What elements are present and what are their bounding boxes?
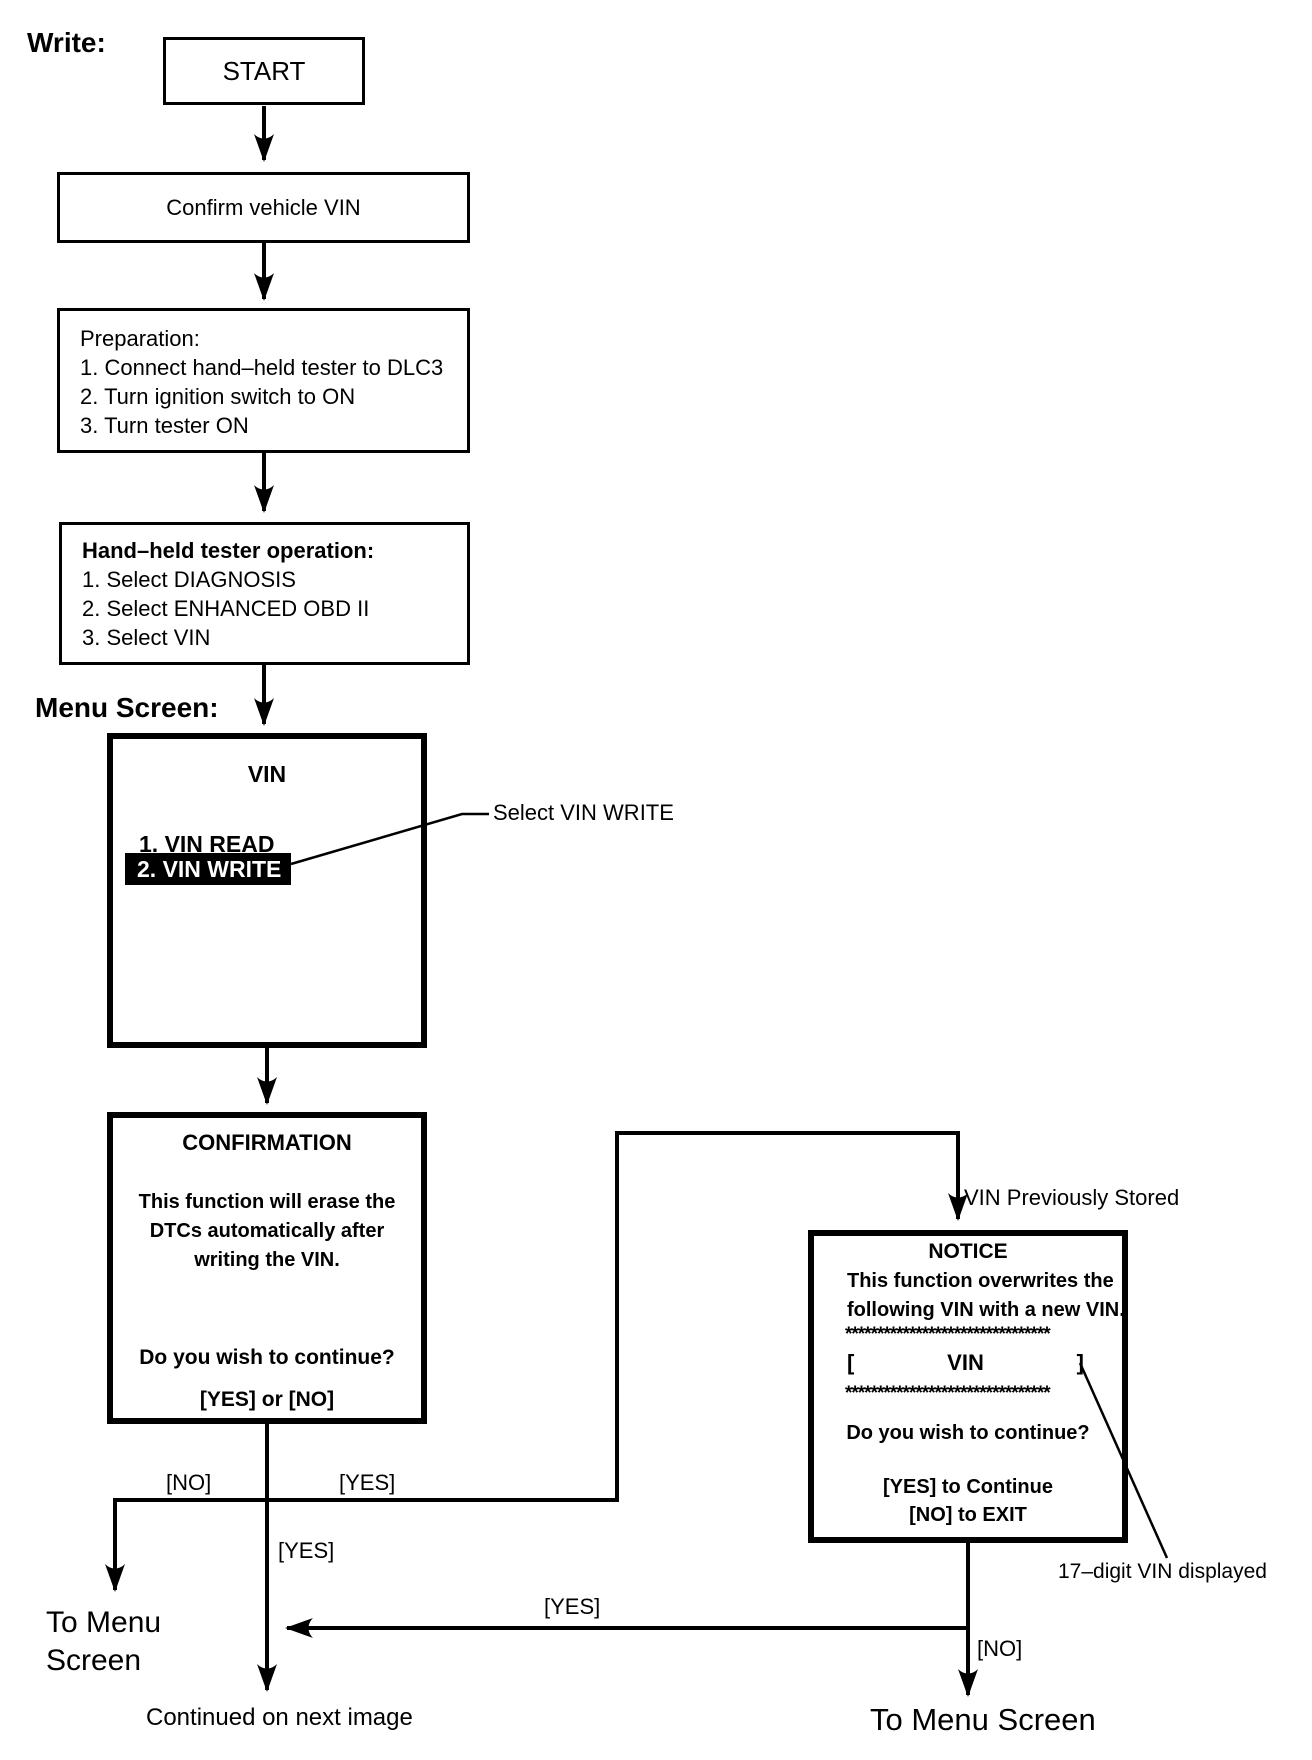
vin-menu-title: VIN [247,761,287,787]
confirm-vin-label: Confirm vehicle VIN [166,194,361,220]
confirmation-body-line: DTCs automatically after [149,1220,385,1242]
tester-operation-title: Hand–held tester operation: [82,538,375,563]
preparation-step: 1. Connect hand–held tester to DLC3 [80,355,444,380]
terminal-continued-next-image: Continued on next image [146,1704,413,1731]
notice-stars-bottom: ******************************** [845,1383,1051,1404]
vin-menu-box: VIN 1. VIN READ 2. VIN WRITE [107,733,427,1048]
notice-body-line: This function overwrites the [847,1270,1114,1292]
to-menu-left-line2: Screen [46,1644,142,1677]
branch-label-no-left: [NO] [166,1470,212,1495]
select-vin-write-callout: Select VIN WRITE [493,800,674,825]
arrow-no-branch-to-menu [105,1498,267,1592]
vin-previously-stored-label: VIN Previously Stored [964,1185,1180,1210]
write-section-label: Write: [27,27,106,58]
notice-title: NOTICE [928,1240,1008,1263]
start-box-label: START [222,55,306,86]
tester-operation-step: 1. Select DIAGNOSIS [82,567,296,592]
menu-item-vin-write-highlighted: 2. VIN WRITE [125,853,291,885]
confirmation-body-line: This function will erase the [138,1191,396,1213]
branch-label-yes-bottom: [YES] [544,1594,601,1619]
menu-item-vin-read: 1. VIN READ [139,831,275,857]
tester-operation-step: 3. Select VIN [82,625,211,650]
notice-yes-line: [YES] to Continue [883,1476,1053,1498]
branch-label-no-bottom: [NO] [977,1636,1023,1661]
to-menu-left-line1: To Menu [46,1606,162,1639]
branch-label-yes-right: [YES] [339,1470,396,1495]
confirm-vin-box: Confirm vehicle VIN [57,172,470,243]
notice-stars-top: ******************************** [845,1324,1051,1345]
tester-operation-step: 2. Select ENHANCED OBD II [82,596,370,621]
terminal-to-menu-screen-left: To Menu Screen [46,1604,161,1680]
confirmation-options: [YES] or [NO] [199,1388,335,1411]
preparation-title: Preparation: [80,326,200,351]
confirmation-box: CONFIRMATION This function will erase th… [107,1112,427,1424]
menu-screen-section-label: Menu Screen: [35,692,219,723]
17-digit-vin-callout: 17–digit VIN displayed [1058,1560,1267,1583]
preparation-step: 3. Turn tester ON [80,413,249,438]
notice-no-line: [NO] to EXIT [909,1504,1027,1526]
notice-body-line: following VIN with a new VIN. [847,1299,1125,1321]
notice-question: Do you wish to continue? [846,1422,1090,1444]
start-box: START [163,37,365,105]
notice-box: NOTICE This function overwrites the foll… [808,1230,1128,1543]
notice-vin-bracket-open: [ [847,1350,855,1375]
terminal-to-menu-screen-right: To Menu Screen [870,1702,1096,1737]
tester-operation-box: Hand–held tester operation: 1. Select DI… [59,522,470,665]
confirmation-question: Do you wish to continue? [139,1346,395,1369]
notice-vin-label: VIN [947,1350,984,1375]
preparation-step: 2. Turn ignition switch to ON [80,384,356,409]
preparation-box: Preparation: 1. Connect hand–held tester… [57,308,470,453]
confirmation-body-line: writing the VIN. [194,1249,340,1271]
branch-label-yes-mid: [YES] [278,1538,335,1563]
notice-vin-bracket-close: ] [1076,1350,1084,1375]
confirmation-title: CONFIRMATION [182,1130,352,1155]
